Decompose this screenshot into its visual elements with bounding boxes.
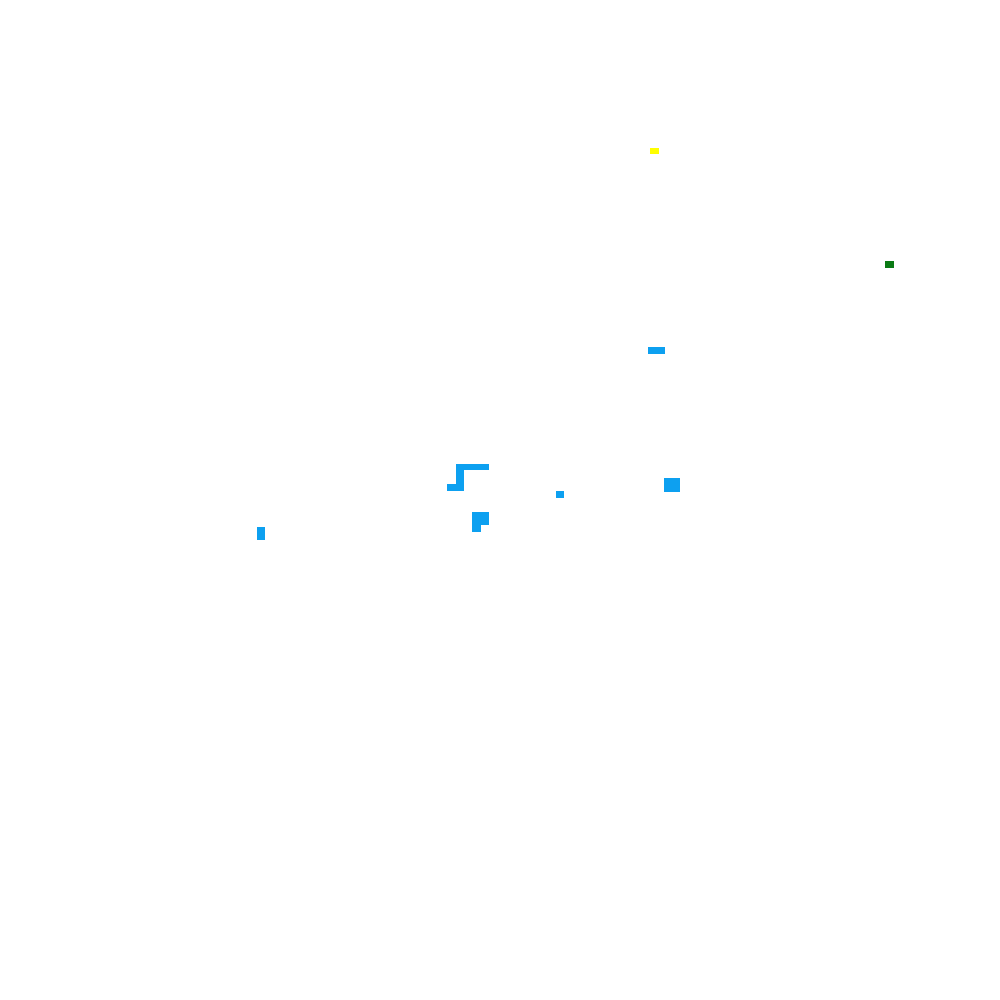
- green-pixel: [885, 261, 894, 268]
- yellow-pixel: [650, 148, 659, 154]
- blue-block-lower: [472, 512, 489, 525]
- blue-square-right: [664, 478, 680, 492]
- blue-hook-top: [456, 464, 489, 470]
- blue-hook-stem: [456, 464, 464, 491]
- blue-dot-center: [556, 491, 564, 498]
- blue-block-lower-tail: [472, 524, 481, 532]
- blue-hook-foot: [447, 484, 464, 491]
- blue-bar-upper: [648, 347, 665, 354]
- blue-bar-left: [257, 527, 265, 540]
